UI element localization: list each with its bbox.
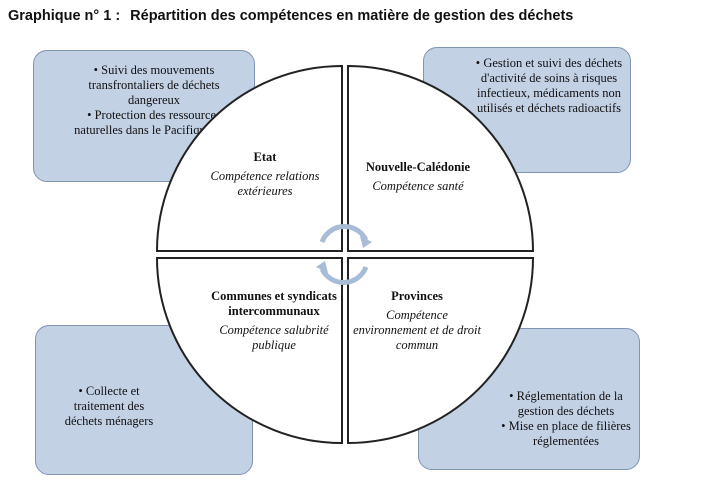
title-text: Répartition des compétences en matière d…	[130, 8, 574, 24]
quadrant-label-nouvelle-caledonie: Nouvelle-Calédonie Compétence santé	[352, 160, 484, 194]
quadrant-bottom-left	[155, 257, 343, 445]
quadrant-competence: Compétence salubrité publique	[219, 323, 329, 352]
bullet-item: • Gestion et suivi des déchets d'activit…	[475, 56, 623, 115]
arrow-upper-head-icon	[360, 236, 372, 248]
bullet-item: • Suivi des mouvements transfrontaliers …	[88, 63, 220, 107]
arrow-lower-icon	[319, 265, 369, 285]
quadrant-title: Provinces	[391, 289, 443, 303]
bullet-item: • Collecte et traitement des déchets mén…	[64, 384, 154, 428]
bullet-item: • Protection des ressources naturelles d…	[74, 108, 234, 137]
quadrant-competence: Compétence environnement et de droit com…	[353, 308, 481, 352]
quadrant-competence: Compétence santé	[372, 179, 464, 193]
quadrant-label-etat: Etat Compétence relations extérieures	[190, 150, 340, 199]
bullet-item: • Réglementation de la gestion des déche…	[509, 389, 623, 418]
arrow-upper-icon	[319, 224, 369, 244]
quadrant-top-right	[347, 64, 535, 252]
chart-title: Graphique n° 1 : Répartition des compéten…	[8, 8, 573, 24]
title-prefix: Graphique n° 1 :	[8, 8, 121, 24]
quadrant-label-provinces: Provinces Compétence environnement et de…	[352, 289, 482, 353]
quadrant-top-left	[155, 64, 343, 252]
bullet-item: • Mise en place de filières réglementées	[501, 419, 631, 448]
quadrant-label-communes: Communes et syndicats intercommunaux Com…	[204, 289, 344, 353]
quadrant-title: Communes et syndicats intercommunaux	[211, 289, 337, 318]
quadrant-bottom-right	[347, 257, 535, 445]
quadrant-competence: Compétence relations extérieures	[210, 169, 320, 198]
quadrant-title: Nouvelle-Calédonie	[365, 160, 471, 174]
arrow-lower-head-icon	[316, 261, 328, 273]
quadrant-title: Etat	[253, 150, 277, 164]
